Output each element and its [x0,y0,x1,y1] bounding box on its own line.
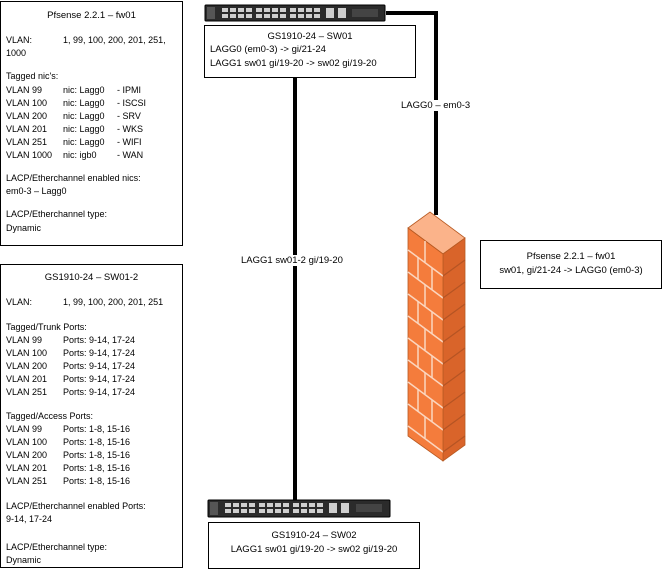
firewall-icon [407,211,466,462]
sw01-lagg0-line: LAGG0 (em0-3) -> gi/21-24 [210,44,326,55]
sw01-2-trunk-ports: Ports: 9-14, 17-24 [63,335,136,345]
fw01-tagged-vlan: VLAN 200 [6,111,48,121]
sw01-2-trunk-header: Tagged/Trunk Ports: [6,322,87,332]
fw01-lacp-value: em0-3 – Lagg0 [6,186,67,196]
sw01-2-access-ports: Ports: 1-8, 15-16 [63,437,131,447]
sw02-info-box: GS1910-24 – SW02 LAGG1 sw01 gi/19-20 -> … [208,522,420,569]
fw01-tagged-vlan: VLAN 99 [6,85,43,95]
sw01-2-access-ports: Ports: 1-8, 15-16 [63,476,131,486]
sw01-switch-device [204,4,386,22]
sw02-title: GS1910-24 – SW02 [271,530,357,541]
fw01-vlan-values-cont: 1000 [6,48,27,58]
sw01-title: GS1910-24 – SW01 [267,31,353,42]
fw01-tagged-nic: nic: Lagg0 [63,124,105,134]
sw01-2-trunk-ports: Ports: 9-14, 17-24 [63,348,136,358]
fw01-tagged-header: Tagged nic's: [6,71,59,81]
fw01-tagged-vlan: VLAN 100 [6,98,48,108]
sw01-2-trunk-ports: Ports: 9-14, 17-24 [63,374,136,384]
fw01-tagged-vlan: VLAN 1000 [6,150,53,160]
sw01-2-trunk-vlan: VLAN 99 [6,335,43,345]
lagg1-link-label: LAGG1 sw01-2 gi/19-20 [241,255,343,266]
sw01-2-type-header: LACP/Etherchannel type: [6,542,108,552]
sw01-2-title: GS1910-24 – SW01-2 [44,272,139,283]
fw01-type-value: Dynamic [6,223,42,233]
fw01-tagged-nic: nic: Lagg0 [63,111,105,121]
sw02-switch-device [207,499,391,518]
sw01-lagg1-line: LAGG1 sw01 gi/19-20 -> sw02 gi/19-20 [210,58,377,69]
fw01-tagged-nic: nic: Lagg0 [63,85,105,95]
fw01-tagged-vlan: VLAN 251 [6,137,48,147]
sw01-2-trunk-vlan: VLAN 251 [6,387,48,397]
fw01-vlan-values: 1, 99, 100, 200, 201, 251, [63,35,166,45]
fw01-tagged-purpose: - WIFI [117,137,142,147]
sw02-lagg1-line: LAGG1 sw01 gi/19-20 -> sw02 gi/19-20 [230,544,398,555]
lagg0-link-label: LAGG0 – em0-3 [401,100,471,111]
sw01-2-access-header: Tagged/Access Ports: [6,411,94,421]
fw01-lacp-header: LACP/Etherchannel enabled nics: [6,173,141,183]
fw01-tagged-purpose: - SRV [117,111,141,121]
sw01-2-lacp-header: LACP/Etherchannel enabled Ports: [6,501,146,511]
sw01-2-access-vlan: VLAN 200 [6,450,48,460]
sw01-2-trunk-vlan: VLAN 100 [6,348,48,358]
fw01-info-box: Pfsense 2.2.1 – fw01 VLAN: 1, 99, 100, 2… [0,1,183,246]
fw01-callout-mapping: sw01, gi/21-24 -> LAGG0 (em0-3) [499,265,643,276]
sw01-2-info-box: GS1910-24 – SW01-2 VLAN: 1, 99, 100, 200… [0,264,183,568]
sw01-info-box: GS1910-24 – SW01 LAGG0 (em0-3) -> gi/21-… [204,25,416,78]
fw01-tagged-purpose: - WKS [117,124,143,134]
sw01-2-trunk-ports: Ports: 9-14, 17-24 [63,361,136,371]
sw01-2-vlan-values: 1, 99, 100, 200, 201, 251 [63,297,164,307]
fw01-tagged-nic: nic: igb0 [63,150,97,160]
fw01-callout-box: Pfsense 2.2.1 – fw01 sw01, gi/21-24 -> L… [480,240,662,289]
sw01-2-access-vlan: VLAN 99 [6,424,43,434]
fw01-tagged-nic: nic: Lagg0 [63,98,105,108]
sw01-2-type-value: Dynamic [6,555,42,565]
fw01-vlan-label: VLAN: [6,35,33,45]
fw01-title: Pfsense 2.2.1 – fw01 [47,10,136,21]
sw01-2-trunk-vlan: VLAN 201 [6,374,48,384]
sw01-2-access-vlan: VLAN 100 [6,437,48,447]
fw01-tagged-purpose: - IPMI [117,85,141,95]
sw01-2-lacp-value: 9-14, 17-24 [6,514,53,524]
fw01-callout-title: Pfsense 2.2.1 – fw01 [526,251,616,262]
fw01-tagged-purpose: - WAN [117,150,144,160]
sw01-2-access-vlan: VLAN 251 [6,476,48,486]
fw01-type-header: LACP/Etherchannel type: [6,209,108,219]
lagg0-link [386,11,438,215]
sw01-2-trunk-vlan: VLAN 200 [6,361,48,371]
fw01-tagged-purpose: - ISCSI [117,98,147,108]
sw01-2-trunk-ports: Ports: 9-14, 17-24 [63,387,136,397]
sw01-2-access-ports: Ports: 1-8, 15-16 [63,463,131,473]
sw01-2-vlan-label: VLAN: [6,297,33,307]
fw01-tagged-vlan: VLAN 201 [6,124,48,134]
sw01-2-access-ports: Ports: 1-8, 15-16 [63,424,131,434]
fw01-tagged-nic: nic: Lagg0 [63,137,105,147]
sw01-2-access-ports: Ports: 1-8, 15-16 [63,450,131,460]
sw01-2-access-vlan: VLAN 201 [6,463,48,473]
